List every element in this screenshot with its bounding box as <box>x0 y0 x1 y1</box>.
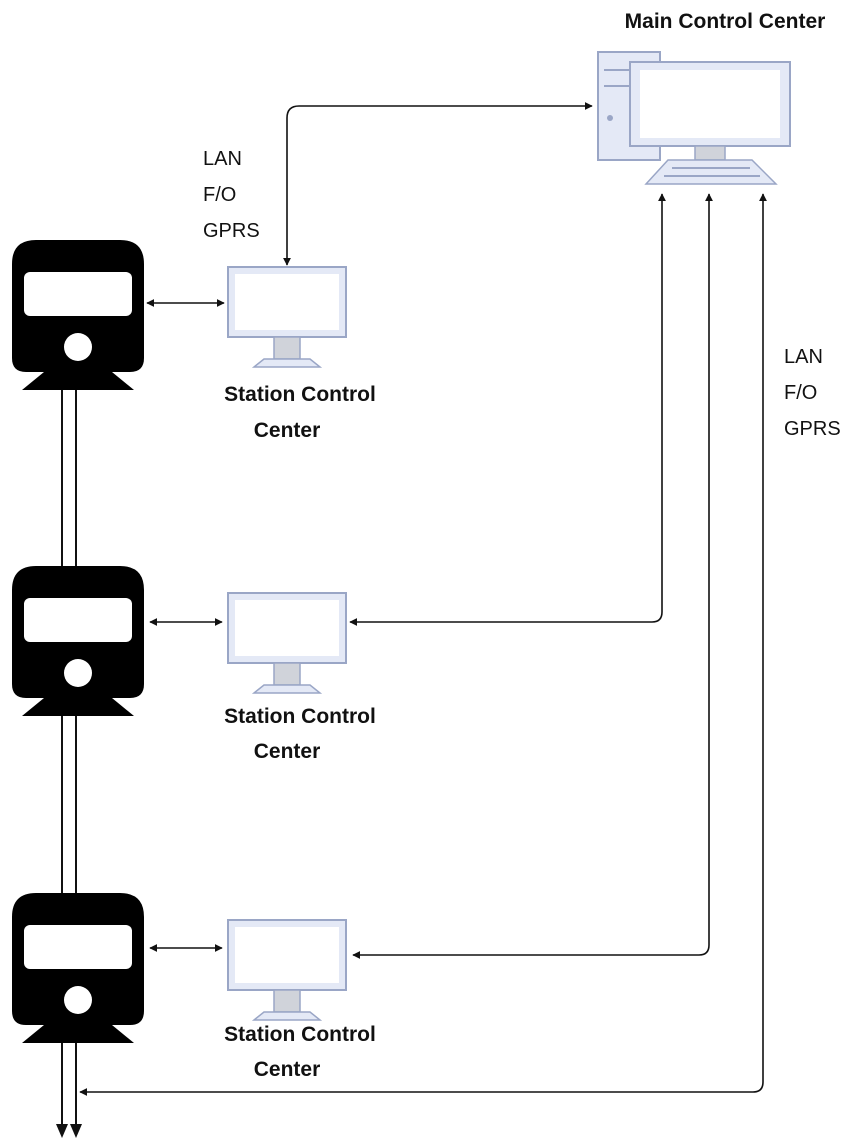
connections <box>79 102 767 1096</box>
main-computer-icon <box>597 51 791 185</box>
link-types-top: LAN F/O GPRS <box>203 148 260 242</box>
link-main-to-station-2 <box>349 193 666 626</box>
link-type-label: GPRS <box>784 418 841 440</box>
link-types-right: LAN F/O GPRS <box>784 346 841 440</box>
main-center-title: Main Control Center <box>625 10 826 33</box>
train-icon <box>12 240 144 390</box>
link-type-label: F/O <box>784 382 817 404</box>
link-type-label: F/O <box>203 184 236 206</box>
link-type-label: LAN <box>203 148 242 170</box>
link-main-to-station-3 <box>352 193 713 959</box>
station-label-line1: Station Control <box>224 383 376 406</box>
link-type-label: GPRS <box>203 220 260 242</box>
train-icon <box>12 893 144 1043</box>
station-label-line2: Center <box>254 419 321 442</box>
link-main-to-track <box>79 193 767 1096</box>
station-monitor-icon <box>227 266 347 368</box>
link-type-label: LAN <box>784 346 823 368</box>
station-monitor-icon <box>227 919 347 1021</box>
keyboard <box>644 159 778 185</box>
station-monitor-icon <box>227 592 347 694</box>
link-main-to-station-1 <box>283 102 593 266</box>
station-label-line2: Center <box>254 740 321 763</box>
station-label-line2: Center <box>254 1058 321 1081</box>
train-icon <box>12 566 144 716</box>
station-label-line1: Station Control <box>224 1023 376 1046</box>
station-label-line1: Station Control <box>224 705 376 728</box>
